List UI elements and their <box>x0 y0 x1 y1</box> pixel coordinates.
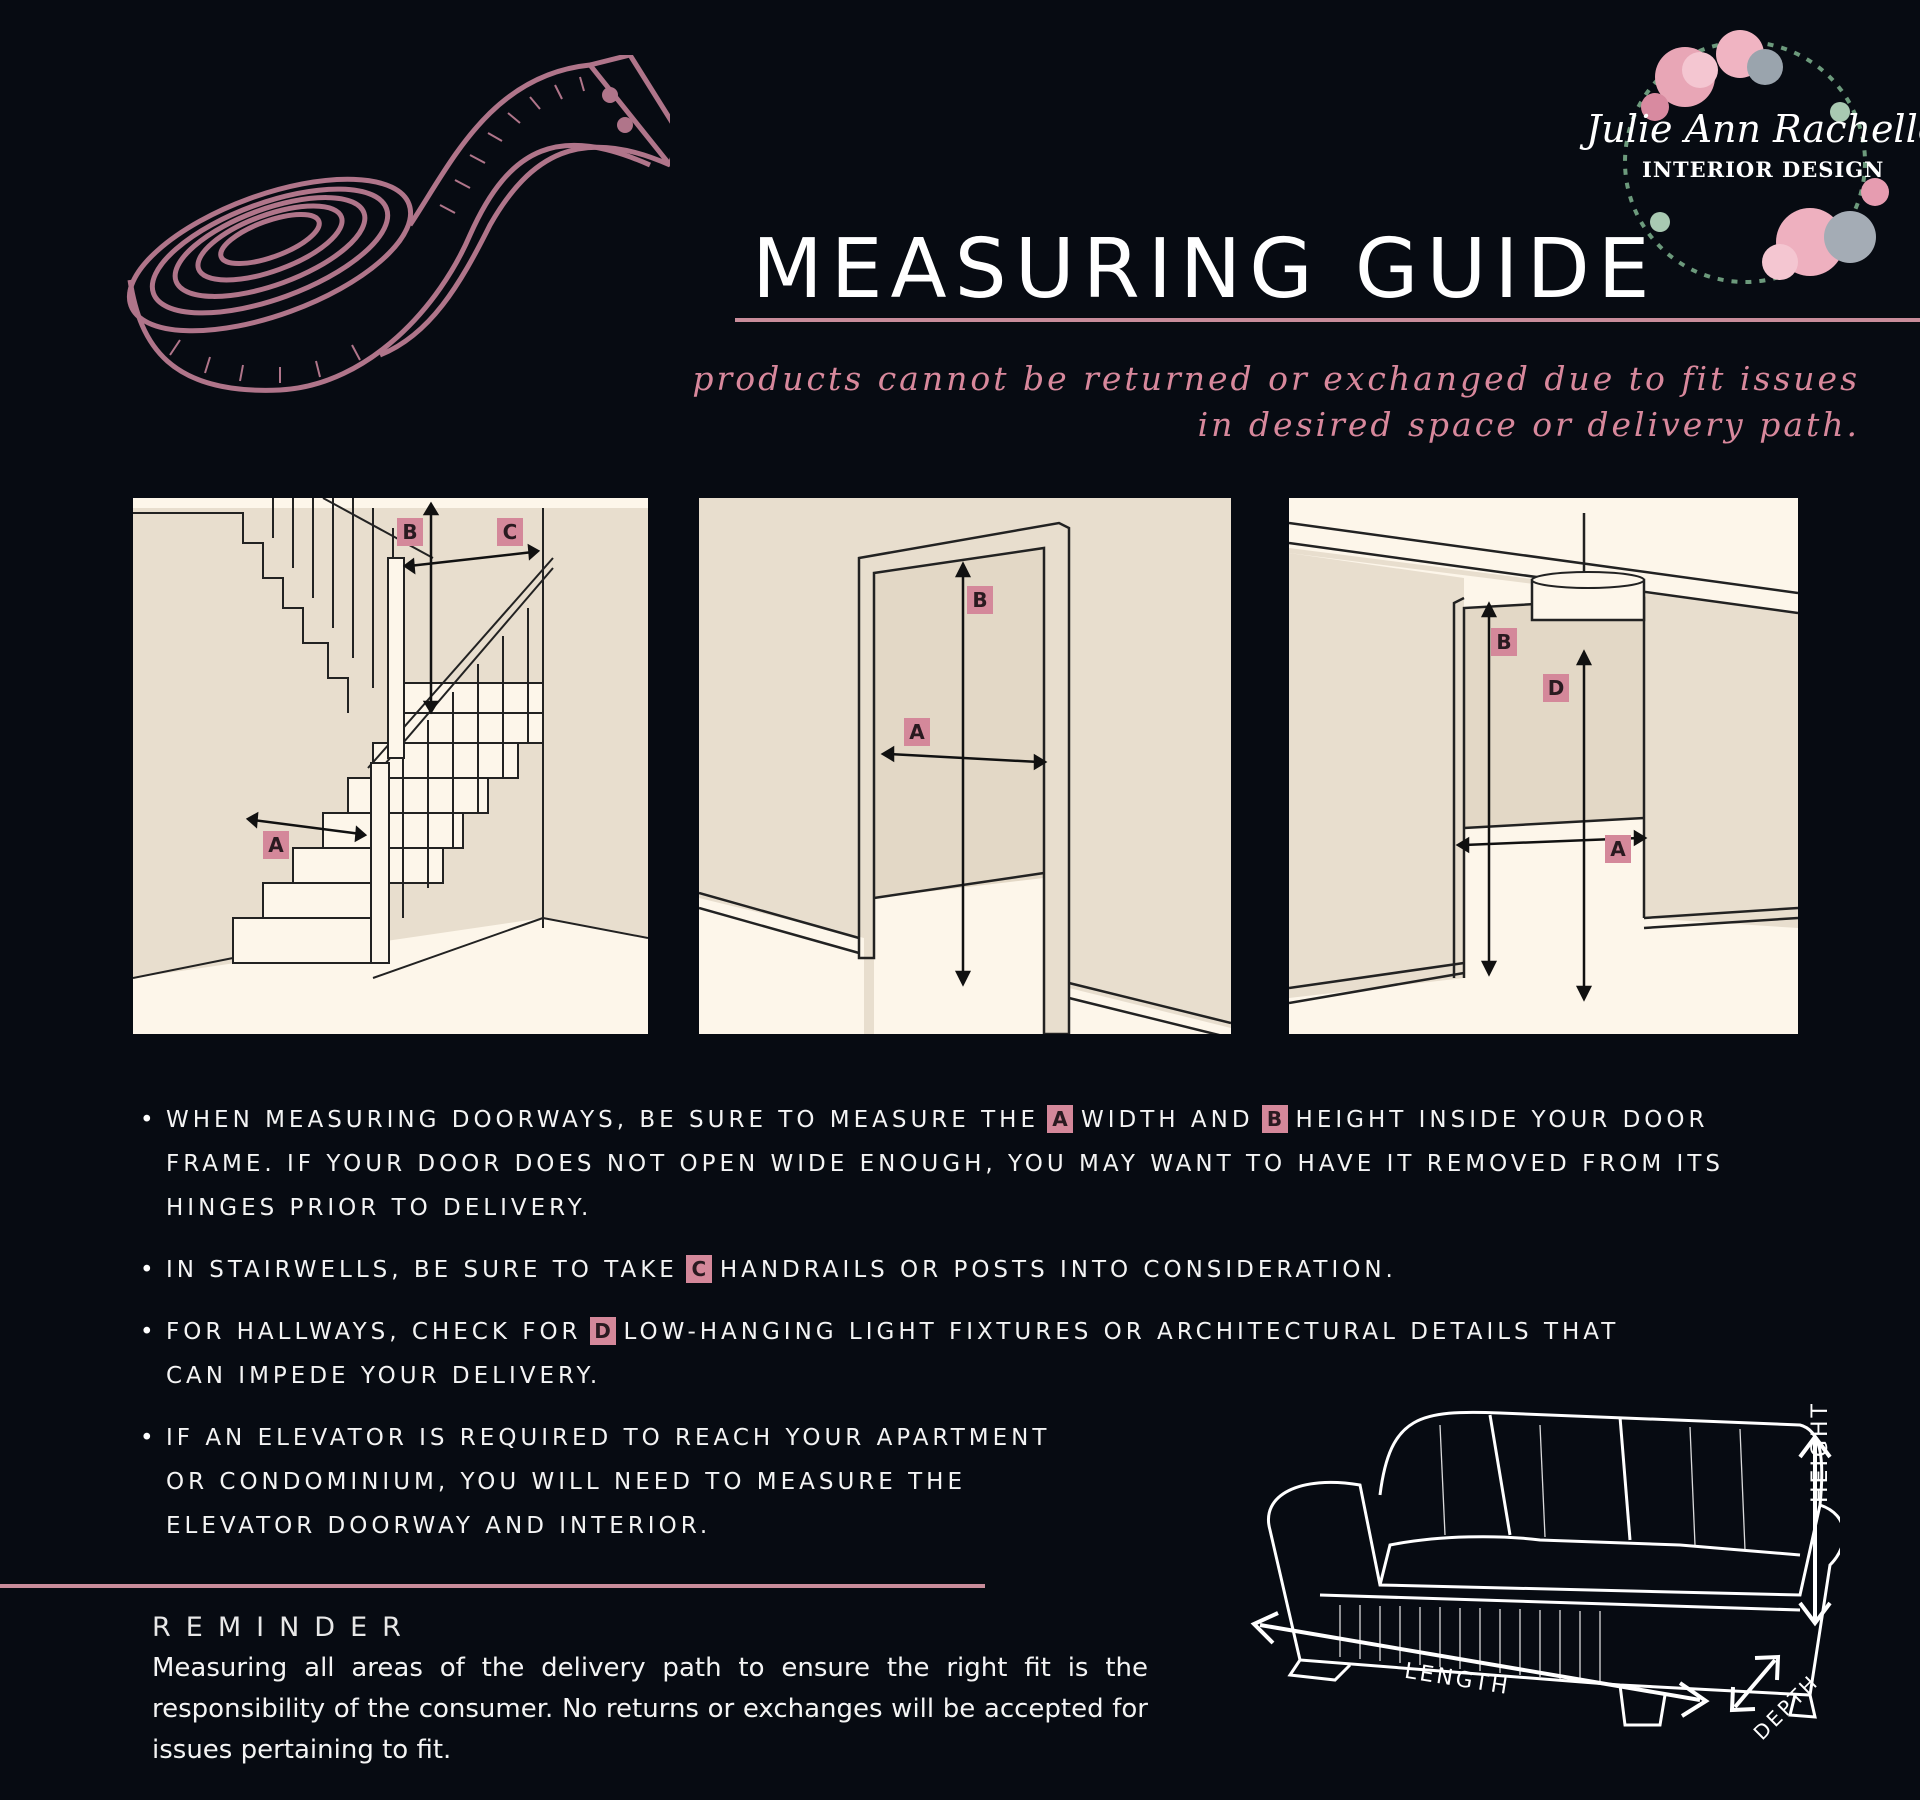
reminder-divider <box>0 1584 985 1588</box>
logo-tagline: INTERIOR DESIGN <box>1642 157 1885 182</box>
tag-c: C <box>685 1255 712 1283</box>
bullet-text: HEIGHT INSIDE YOUR DOOR FRAME. IF YOUR D… <box>166 1107 1724 1221</box>
bullet-doorways: WHEN MEASURING DOORWAYS, BE SURE TO MEAS… <box>140 1098 1726 1230</box>
subtitle-line-2: in desired space or delivery path. <box>1197 405 1860 444</box>
reminder-title: REMINDER <box>152 1612 416 1643</box>
bullet-text: HANDRAILS OR POSTS INTO CONSIDERATION. <box>719 1257 1397 1283</box>
floral-wreath-logo <box>1623 30 1889 284</box>
hallway-label-d: D <box>1543 674 1569 702</box>
stairs-label-b: B <box>397 518 423 546</box>
bullet-text: WIDTH AND <box>1081 1107 1254 1133</box>
title-divider <box>735 318 1920 322</box>
hallway-diagram: B D A <box>1289 498 1798 1034</box>
doorway-label-b: B <box>967 586 993 614</box>
bullet-text: WHEN MEASURING DOORWAYS, BE SURE TO MEAS… <box>166 1107 1039 1133</box>
bullet-text: IN STAIRWELLS, BE SURE TO TAKE <box>166 1257 678 1283</box>
stairs-label-c: C <box>497 518 523 546</box>
bullet-text: LOW-HANGING LIGHT FIXTURES OR ARCHITECTU… <box>166 1319 1620 1389</box>
hallway-label-b: B <box>1491 628 1517 656</box>
reminder-text: Measuring all areas of the delivery path… <box>152 1653 1148 1765</box>
stairs-diagram: B C A <box>133 498 648 1034</box>
logo-name: Julie Ann Rachelle <box>1586 107 1920 151</box>
bullet-elevator: IF AN ELEVATOR IS REQUIRED TO REACH YOUR… <box>140 1416 1096 1548</box>
bullet-list: WHEN MEASURING DOORWAYS, BE SURE TO MEAS… <box>140 1098 1740 1566</box>
sofa-height-label: HEIGHT <box>1808 1401 1833 1503</box>
tag-d: D <box>589 1317 616 1345</box>
bullet-stairwells: IN STAIRWELLS, BE SURE TO TAKE C HANDRAILS… <box>140 1248 1740 1292</box>
subtitle: products cannot be returned or exchanged… <box>660 356 1860 448</box>
tag-a: A <box>1047 1105 1073 1133</box>
measuring-tape-icon <box>126 55 670 393</box>
sofa-diagram: LENGTH HEIGHT DEPTH <box>1240 1395 1840 1745</box>
bullet-text: FOR HALLWAYS, CHECK FOR <box>166 1319 582 1345</box>
page-title: MEASURING GUIDE <box>752 222 1658 317</box>
logo: Julie Ann Rachelle INTERIOR DESIGN <box>1580 12 1920 312</box>
tag-b: B <box>1261 1105 1288 1133</box>
sofa-illustration <box>1250 1410 1840 1727</box>
bullet-text: IF AN ELEVATOR IS REQUIRED TO REACH YOUR… <box>166 1425 1051 1539</box>
doorway-label-a: A <box>904 718 930 746</box>
stairs-label-a: A <box>263 831 289 859</box>
hallway-label-a: A <box>1605 835 1631 863</box>
subtitle-line-1: products cannot be returned or exchanged… <box>692 359 1860 398</box>
doorway-diagram: B A <box>699 498 1231 1034</box>
